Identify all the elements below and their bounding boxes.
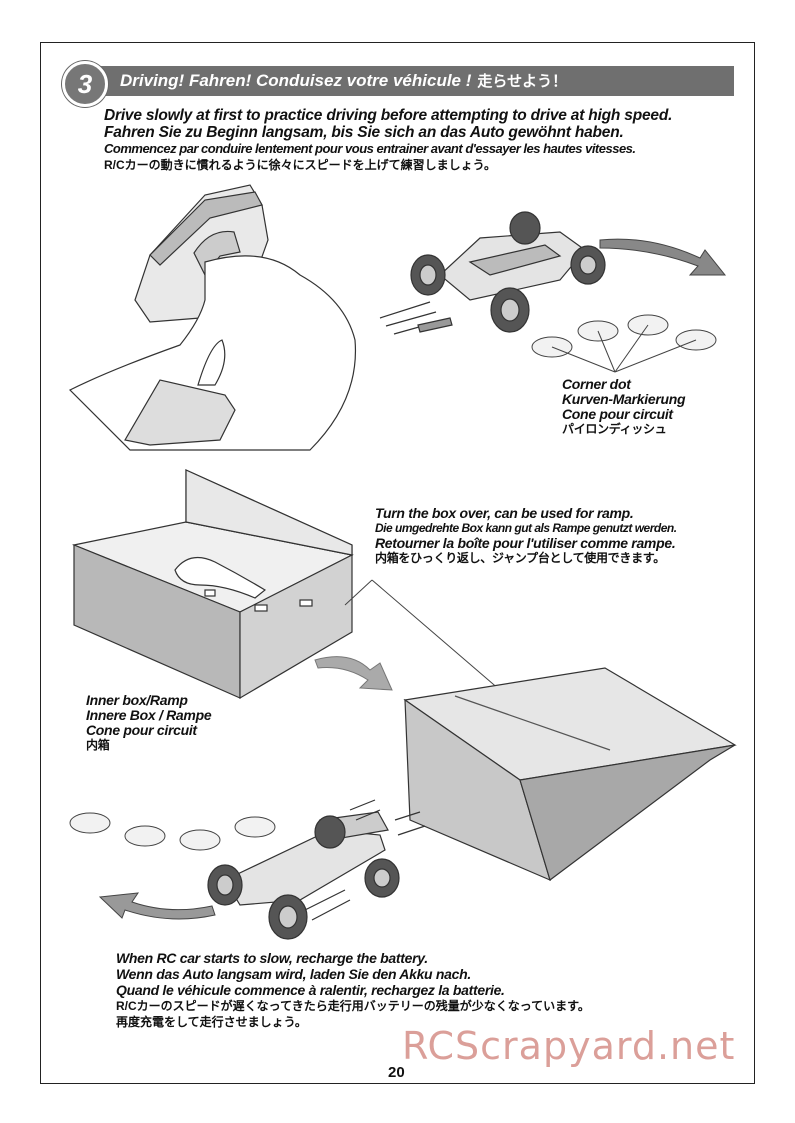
section-title-text: Driving! Fahren! Conduisez votre véhicul… — [120, 71, 472, 90]
cone-dish-icon — [69, 812, 276, 851]
inner-box-en: Inner box/Ramp — [86, 692, 188, 708]
battery-note-de: Wenn das Auto langsam wird, laden Sie de… — [116, 966, 471, 982]
corner-dot-label: Corner dot Kurven-Markierung Cone pour c… — [562, 376, 686, 437]
ramp-note-en: Turn the box over, can be used for ramp. — [375, 505, 634, 521]
battery-note-fr: Quand le véhicule commence à ralentir, r… — [116, 982, 505, 998]
battery-note: When RC car starts to slow, recharge the… — [116, 950, 590, 1030]
arrow-icon — [599, 238, 727, 276]
battery-note-en: When RC car starts to slow, recharge the… — [116, 950, 428, 966]
inner-box-de: Innere Box / Rampe — [86, 707, 212, 723]
rc-car-icon — [379, 211, 606, 335]
corner-dot-en: Corner dot — [562, 376, 631, 392]
corner-dot-de: Kurven-Markierung — [562, 391, 686, 407]
intro-fr: Commencez par conduire lentement pour vo… — [104, 141, 636, 156]
ramp-note-de: Die umgedrehte Box kann gut als Rampe ge… — [375, 521, 677, 535]
battery-note-jp2: 再度充電をして走行させましょう。 — [116, 1015, 307, 1029]
page-frame — [40, 42, 755, 1084]
cone-dish-icon — [531, 314, 717, 373]
section-title-jp: 走らせよう！ — [477, 73, 568, 90]
corner-dot-fr: Cone pour circuit — [562, 406, 673, 422]
rc-car-icon — [207, 799, 426, 940]
intro-de: Fahren Sie zu Beginn langsam, bis Sie si… — [104, 124, 624, 141]
section-title: Driving! Fahren! Conduisez votre véhicul… — [120, 70, 567, 91]
inner-box-label: Inner box/Ramp Innere Box / Rampe Cone p… — [86, 692, 212, 753]
intro-en: Drive slowly at first to practice drivin… — [104, 107, 673, 124]
ramp-note: Turn the box over, can be used for ramp.… — [375, 506, 677, 566]
intro-jp: R/Cカーの動きに慣れるように徐々にスピードを上げて練習しましょう。 — [104, 158, 496, 172]
ramp-box-icon — [71, 469, 354, 700]
arrow-icon — [98, 892, 216, 920]
ramp-box-icon — [403, 667, 737, 882]
page-number: 20 — [388, 1064, 405, 1081]
battery-note-jp1: R/Cカーのスピードが遅くなってきたら走行用バッテリーの残量が少なくなっています… — [116, 999, 590, 1013]
ramp-note-fr: Retourner la boîte pour l'utiliser comme… — [375, 535, 676, 551]
arrow-icon — [314, 656, 393, 691]
corner-dot-jp: パイロンディッシュ — [562, 422, 667, 436]
inner-box-jp: 内箱 — [86, 738, 110, 752]
ramp-note-jp: 内箱をひっくり返し、ジャンプ台として使用できます。 — [375, 551, 665, 565]
step-number-badge: 3 — [62, 61, 108, 107]
intro-text: Drive slowly at first to practice drivin… — [104, 107, 724, 173]
inner-box-fr: Cone pour circuit — [86, 722, 197, 738]
watermark: RCScrapyard.net — [402, 1024, 736, 1068]
transmitter-icon — [68, 184, 357, 451]
section-header-bar — [84, 66, 734, 96]
